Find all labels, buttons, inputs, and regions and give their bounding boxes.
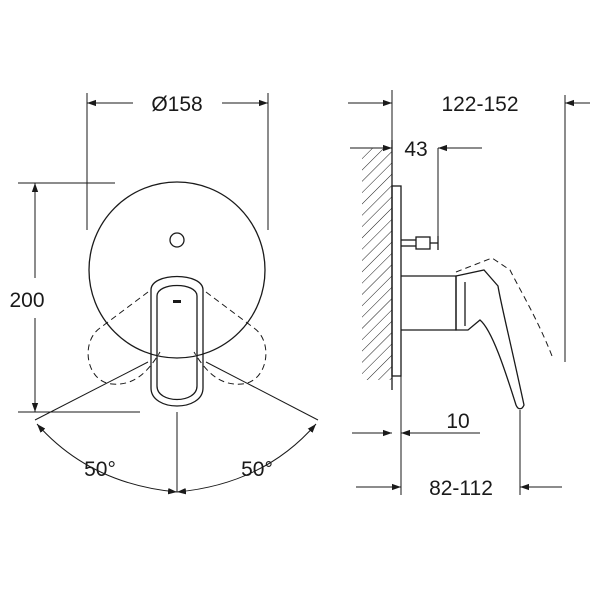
wall-section [362, 140, 393, 390]
diverter-knob-side [401, 236, 439, 250]
diverter-button [169, 232, 185, 248]
depth-handle-dimension: 43 [350, 138, 482, 161]
handle-front [150, 275, 204, 407]
depth-plate-dimension: 10 [352, 410, 480, 437]
height-dimension: 200 [9, 182, 140, 413]
body-side [401, 275, 457, 331]
handle-rotated-left [87, 291, 161, 385]
angle-dimension-left: 50° [36, 423, 178, 495]
depth-plate-label: 10 [446, 410, 469, 433]
angle-right-label: 50° [241, 458, 273, 481]
cover-plate [88, 181, 266, 359]
height-label: 200 [9, 289, 44, 312]
handle-rotated-right [193, 291, 267, 385]
cover-plate-side [391, 185, 402, 377]
handle-marker [173, 300, 181, 303]
depth-handle-label: 43 [404, 138, 427, 161]
diameter-label: Ø158 [151, 93, 202, 116]
handle-side [455, 269, 525, 410]
handle-raised-ghost [455, 257, 553, 357]
angle-dimension-right: 50° [176, 423, 317, 495]
depth-body-dimension: 82-112 [356, 477, 562, 500]
side-view: 122-152 43 10 82-112 [348, 90, 590, 500]
depth-body-label: 82-112 [429, 477, 493, 500]
diameter-dimension: Ø158 [86, 93, 269, 230]
depth-overall-dimension: 122-152 [348, 93, 590, 116]
front-view: Ø158 200 [9, 93, 319, 495]
angle-left-label: 50° [84, 458, 116, 481]
depth-overall-label: 122-152 [441, 93, 518, 116]
